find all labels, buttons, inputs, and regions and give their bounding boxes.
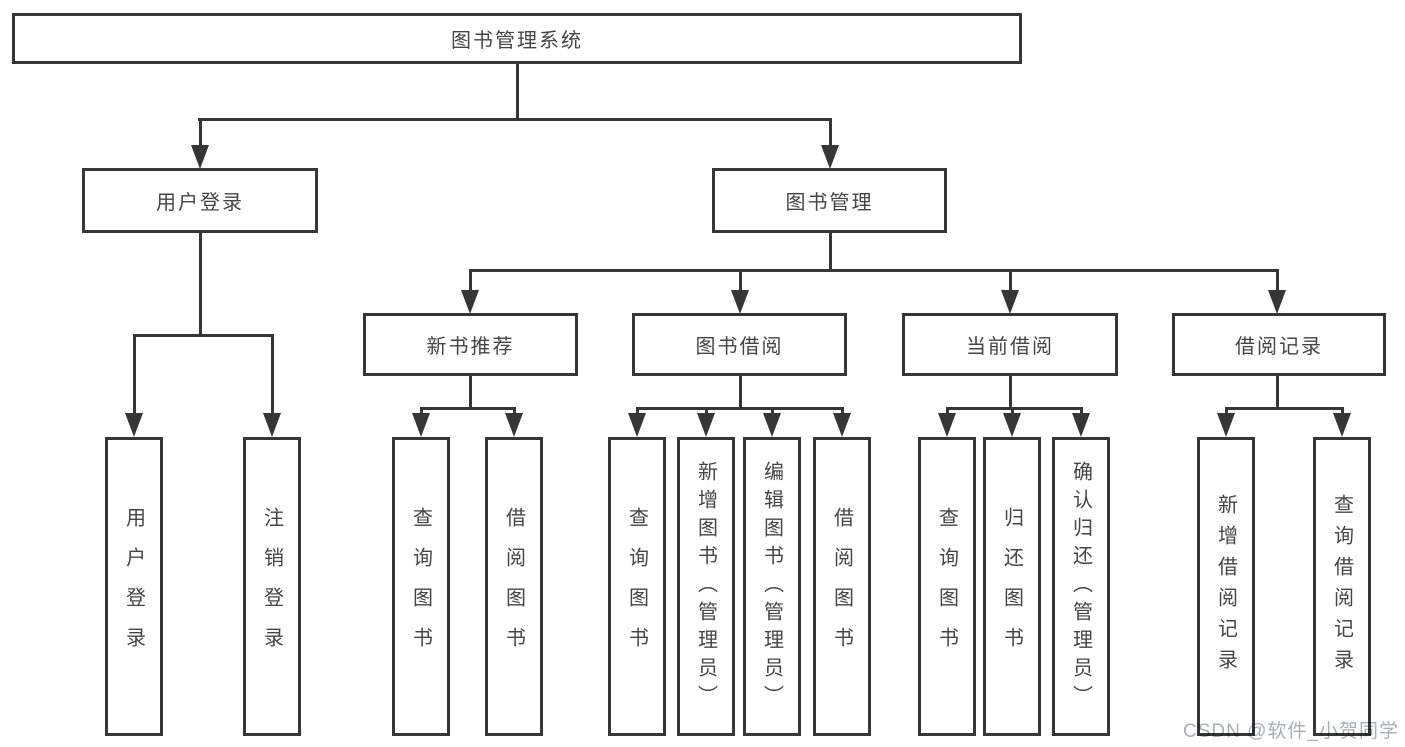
connector-line [841, 407, 844, 417]
connector-line [1341, 407, 1344, 417]
connector-line [198, 118, 831, 121]
connector-line [1276, 269, 1279, 293]
csdn-watermark: CSDN @软件_小贺同学 [1183, 721, 1399, 742]
node-root: 图书管理系统 [12, 13, 1022, 64]
connector-line [636, 407, 639, 417]
arrowhead-icon [938, 413, 956, 437]
arrowhead-icon [191, 145, 209, 169]
leaf-add-borrow-record: 新增借阅记录 [1197, 437, 1255, 736]
connector-line [199, 233, 202, 335]
node-borrowing-records: 借阅记录 [1172, 313, 1386, 376]
arrowhead-icon [1072, 413, 1090, 437]
connector-line [739, 269, 742, 293]
leaf-query-books-1: 查询图书 [392, 437, 450, 736]
connector-line [739, 376, 742, 410]
connector-line [469, 376, 472, 410]
leaf-add-books-admin: 新增图书（管理员） [677, 437, 735, 736]
leaf-query-books-3: 查询图书 [918, 437, 976, 736]
connector-line [469, 269, 472, 293]
connector-line [420, 407, 516, 410]
arrowhead-icon [125, 413, 143, 437]
connector-line [705, 407, 708, 417]
arrowhead-icon [505, 413, 523, 437]
arrowhead-icon [412, 413, 430, 437]
connector-line [133, 334, 136, 414]
connector-line [1009, 376, 1012, 410]
arrowhead-icon [263, 413, 281, 437]
connector-line [1276, 376, 1279, 410]
node-user-login: 用户登录 [82, 168, 318, 233]
leaf-user-login: 用户登录 [105, 437, 163, 736]
connector-line [420, 407, 423, 417]
leaf-borrow-books-1: 借阅图书 [485, 437, 543, 736]
arrowhead-icon [833, 413, 851, 437]
arrowhead-icon [461, 290, 479, 314]
connector-line [516, 64, 519, 120]
leaf-query-borrow-record: 查询借阅记录 [1313, 437, 1371, 736]
leaf-edit-books-admin: 编辑图书（管理员） [743, 437, 801, 736]
arrowhead-icon [1268, 290, 1286, 314]
connector-line [271, 334, 274, 414]
node-new-book-recommend: 新书推荐 [363, 313, 578, 376]
arrowhead-icon [697, 413, 715, 437]
connector-line [829, 118, 832, 148]
connector-line [1080, 407, 1083, 417]
arrowhead-icon [1217, 413, 1235, 437]
connector-line [1225, 407, 1344, 410]
connector-line [199, 118, 202, 148]
leaf-confirm-return-admin: 确认归还（管理员） [1052, 437, 1110, 736]
connector-line [1225, 407, 1228, 417]
node-book-borrowing: 图书借阅 [632, 313, 847, 376]
node-book-management: 图书管理 [712, 168, 947, 233]
node-current-borrowing: 当前借阅 [902, 313, 1118, 376]
arrowhead-icon [763, 413, 781, 437]
leaf-borrow-books-2: 借阅图书 [813, 437, 871, 736]
leaf-logout: 注销登录 [243, 437, 301, 736]
connector-line [469, 269, 1279, 272]
arrowhead-icon [1333, 413, 1351, 437]
arrowhead-icon [1001, 290, 1019, 314]
connector-line [513, 407, 516, 417]
connector-line [829, 233, 832, 272]
connector-line [771, 407, 774, 417]
connector-line [636, 407, 844, 410]
arrowhead-icon [731, 290, 749, 314]
arrowhead-icon [1003, 413, 1021, 437]
leaf-return-books: 归还图书 [983, 437, 1041, 736]
connector-line [133, 334, 274, 337]
connector-line [946, 407, 949, 417]
connector-line [1011, 407, 1014, 417]
arrowhead-icon [821, 145, 839, 169]
leaf-query-books-2: 查询图书 [608, 437, 666, 736]
arrowhead-icon [628, 413, 646, 437]
connector-line [946, 407, 1083, 410]
connector-line [1009, 269, 1012, 293]
